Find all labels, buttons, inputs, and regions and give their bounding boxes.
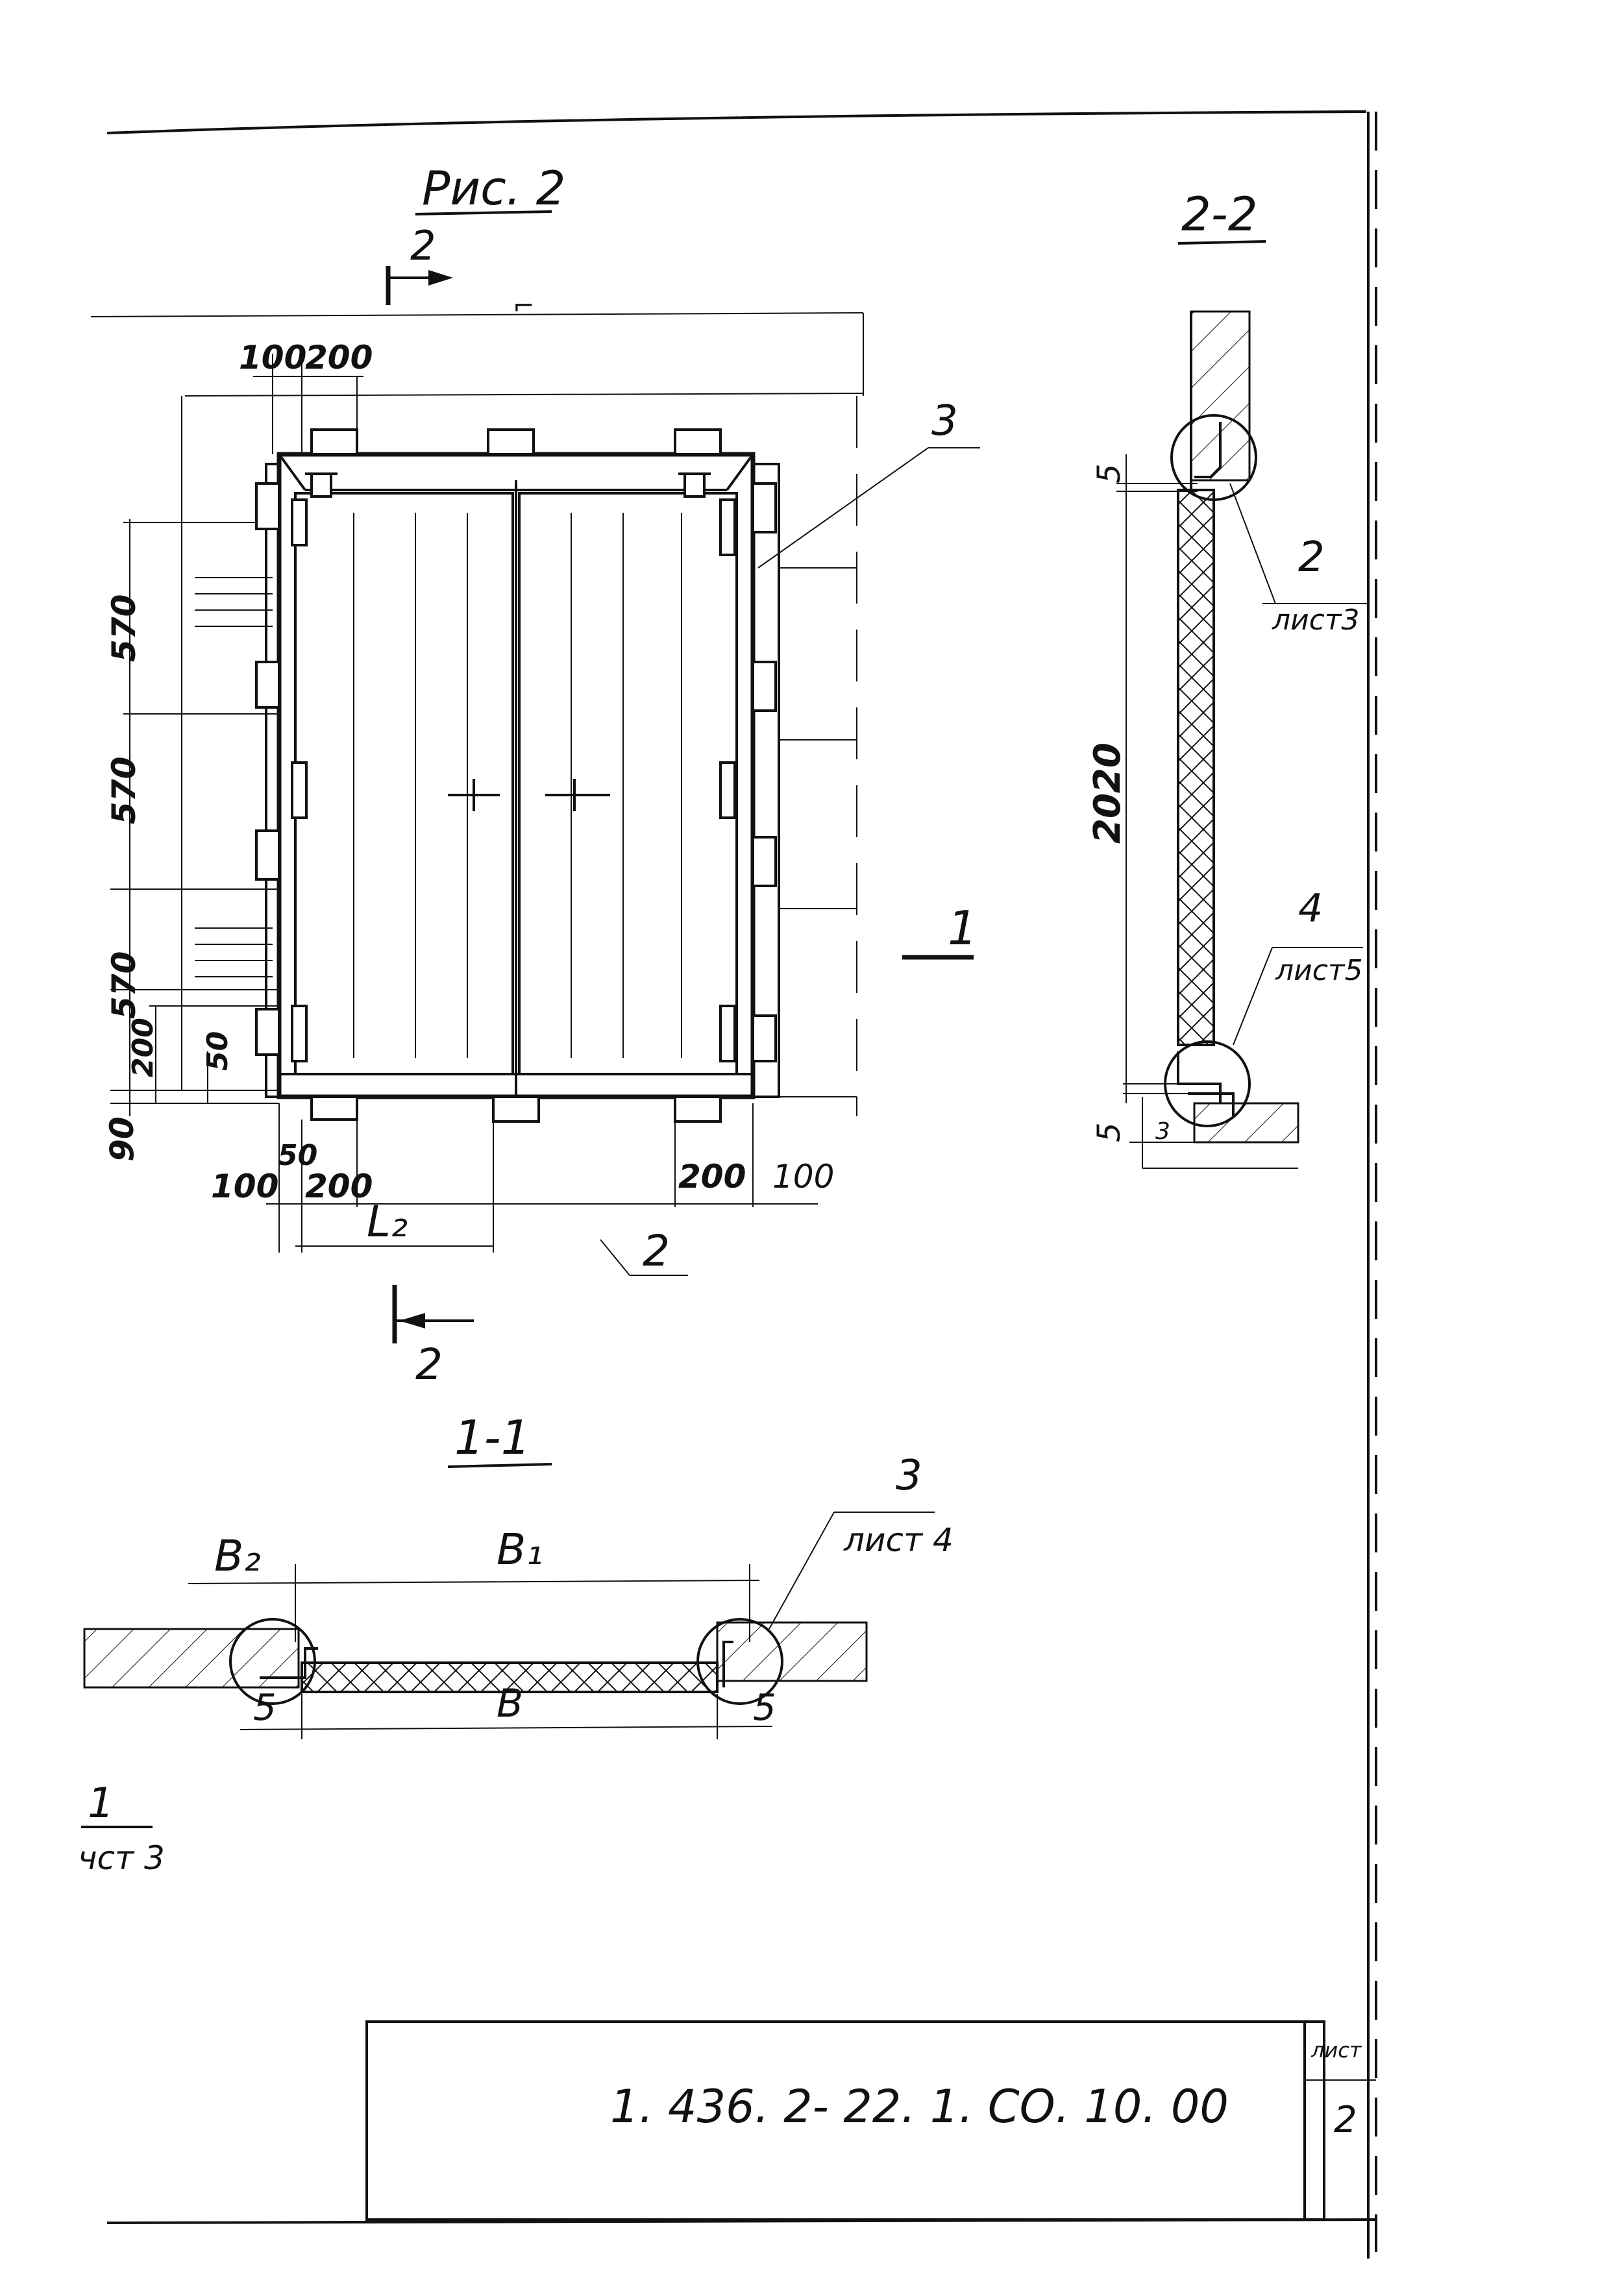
callout-s11-3-sheet: лист 4 <box>843 1521 953 1559</box>
dim-bottom-100-left: 100 <box>211 1168 278 1205</box>
callout-s11-1: 1 <box>88 1780 114 1828</box>
dim-top-200: 200 <box>305 339 373 376</box>
callout-sec-2-sheet: лист3 <box>1272 604 1360 637</box>
dim-left-570-b: 570 <box>105 757 143 824</box>
dim-left-90: 90 <box>103 1116 141 1162</box>
section-1-1-title: 1-1 <box>454 1410 531 1465</box>
dim-left-50: 50 <box>201 1031 234 1071</box>
side-ribbing <box>195 577 273 977</box>
cut-mark-right-label: 1 <box>948 901 978 955</box>
dim-sec-2020: 2020 <box>1087 742 1129 844</box>
top-corner-fittings <box>305 472 711 498</box>
cut-mark-top: 2 <box>386 222 453 305</box>
document-code: 1. 436. 2- 22. 1. СО. 10. 00 <box>610 2080 1229 2133</box>
callout-front-2: 2 <box>643 1226 670 1276</box>
section-2-2: 2-2 5 2020 2 лист3 4 лист5 5 3 <box>1087 187 1370 1169</box>
cut-mark-bottom: 2 <box>392 1285 474 1390</box>
dim-left-200: 200 <box>127 1018 160 1077</box>
sheet-label: лист <box>1310 2038 1362 2063</box>
callout-sec-2: 2 <box>1298 533 1325 582</box>
callout-s11-3: 3 <box>896 1452 922 1500</box>
sheet-number: 2 <box>1334 2099 1357 2141</box>
figure-title: Рис. 2 <box>422 161 565 215</box>
dim-bottom-50: 50 <box>278 1139 317 1172</box>
anchor-brackets <box>255 428 777 1123</box>
dim-sec-3: 3 <box>1155 1118 1170 1145</box>
dim-top-100: 100 <box>239 339 306 376</box>
dim-top-overall-mark: ⌐ <box>513 291 535 321</box>
callout-sec-4: 4 <box>1298 886 1323 931</box>
callout-s11-1-sheet: чст 3 <box>78 1839 165 1877</box>
dim-bottom-L2: L₂ <box>367 1197 408 1247</box>
dim-bottom-200-right: 200 <box>678 1158 746 1195</box>
cut-mark-bottom-label: 2 <box>415 1340 443 1390</box>
dim-bottom-200-left: 200 <box>305 1168 373 1205</box>
section-1-1: 1-1 B₂ B₁ 5 B 5 3 лист 4 1 чст 3 <box>78 1410 953 1877</box>
front-view: ⌐ 100 200 570 570 570 <box>90 291 980 1276</box>
callout-front-3: 3 <box>931 397 958 445</box>
hinges <box>291 498 736 1062</box>
section-2-2-title: 2-2 <box>1181 187 1258 241</box>
dim-s11-B: B <box>497 1681 523 1726</box>
cut-mark-top-label: 2 <box>410 222 436 269</box>
dim-s11-5-right: 5 <box>753 1687 776 1729</box>
title-block: 1. 436. 2- 22. 1. СО. 10. 00 лист 2 <box>365 2020 1376 2221</box>
dim-left-570-a: 570 <box>105 594 143 662</box>
dim-sec-5-bottom: 5 <box>1091 1122 1127 1142</box>
dim-s11-B2: B₂ <box>214 1531 261 1581</box>
dim-sec-5-top: 5 <box>1091 463 1127 484</box>
dim-s11-B1: B₁ <box>497 1525 543 1574</box>
callout-sec-4-sheet: лист5 <box>1275 954 1363 987</box>
dim-bottom-100-right: 100 <box>772 1158 834 1195</box>
dim-left-570-c: 570 <box>105 951 143 1019</box>
figure-title-underline <box>415 210 552 215</box>
dim-s11-5-left: 5 <box>253 1687 277 1729</box>
